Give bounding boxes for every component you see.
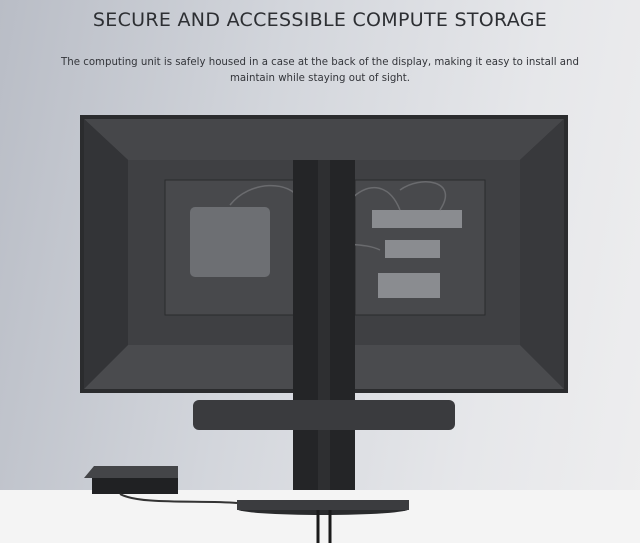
page-description: The computing unit is safely housed in a…	[61, 57, 579, 84]
stand-cables	[316, 510, 332, 543]
power-adapters	[372, 210, 462, 298]
floor	[0, 490, 640, 543]
monitor-stand	[237, 160, 409, 515]
page-title: SECURE AND ACCESSIBLE COMPUTE STORAGE	[92, 9, 548, 31]
docking-station	[84, 466, 238, 504]
soundbar	[193, 400, 455, 430]
compute-unit	[190, 207, 270, 277]
